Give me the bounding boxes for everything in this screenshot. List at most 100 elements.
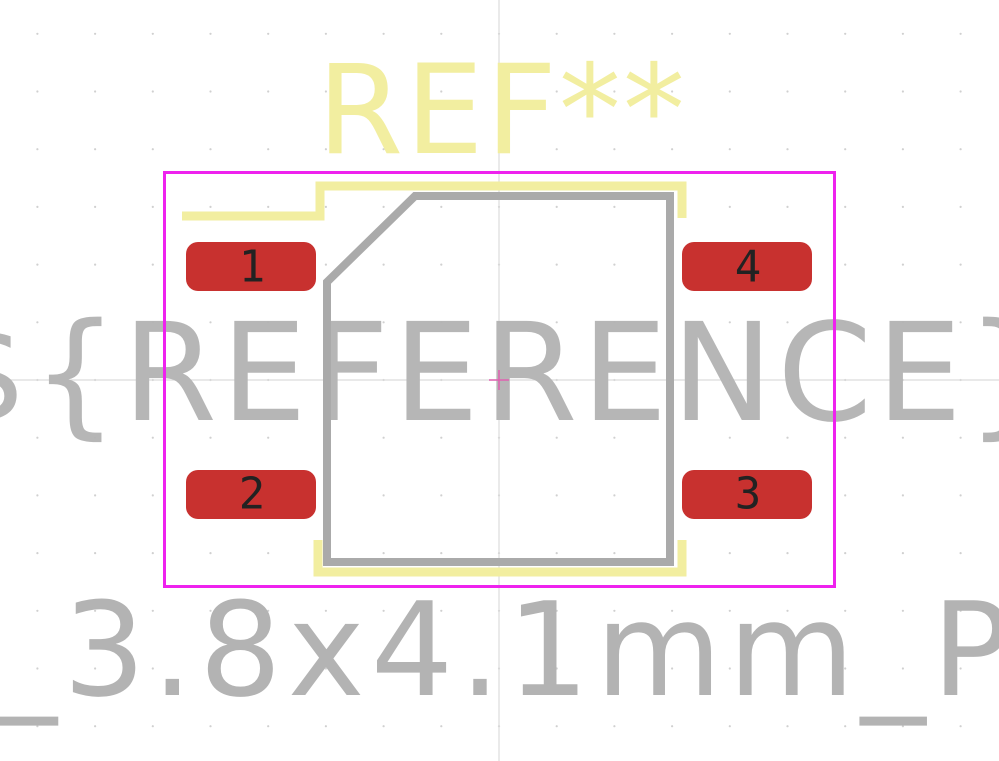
grid-dot (671, 725, 674, 728)
pad-4-number: 4 (735, 242, 762, 293)
grid-dot (844, 436, 847, 439)
grid-dot (901, 436, 905, 439)
grid-dot (844, 552, 847, 555)
pad-1[interactable]: 1 (186, 242, 316, 293)
grid-dot (613, 552, 616, 555)
grid-dot (382, 32, 385, 35)
grid-dot (267, 148, 270, 151)
grid-dot (324, 90, 327, 93)
grid-dot (440, 436, 443, 439)
silkscreen-bottom-outline (313, 540, 687, 577)
grid-dot (959, 205, 962, 208)
grid-dot (671, 148, 674, 151)
grid-dot (959, 90, 962, 93)
grid-dot (440, 667, 443, 670)
grid-dot (209, 148, 212, 151)
grid-dot (94, 494, 97, 497)
grid-dot (959, 667, 962, 670)
grid-dot (440, 494, 443, 497)
pad-2-copper[interactable] (186, 470, 316, 519)
grid-dot (94, 436, 97, 439)
grid-dot (151, 725, 154, 728)
grid-dot (901, 609, 905, 612)
grid-dot (555, 32, 558, 35)
grid-dot (94, 725, 97, 728)
pad-4[interactable]: 4 (682, 242, 812, 293)
grid-dot (324, 263, 327, 266)
pad-4-copper[interactable] (682, 242, 812, 291)
grid-dot (555, 552, 558, 555)
grid-dot (844, 609, 847, 612)
pad-3[interactable]: 3 (682, 469, 812, 520)
pad-2-number: 2 (239, 469, 266, 520)
grid-dot (36, 609, 39, 612)
grid-dot (209, 667, 212, 670)
grid-dot (671, 667, 674, 670)
grid-dot (959, 494, 962, 497)
grid-dot (36, 436, 39, 439)
grid-dot (786, 609, 789, 612)
grid-dot (324, 205, 327, 208)
grid-dot (151, 609, 154, 612)
grid-dot (901, 32, 905, 35)
reference-designator[interactable]: REF** (317, 39, 687, 183)
grid-dot (440, 321, 443, 324)
grid-dot (555, 725, 558, 728)
grid-dot (959, 32, 962, 35)
grid-dot (267, 90, 270, 93)
grid-dot (382, 494, 385, 497)
grid-dot (555, 90, 558, 93)
grid-dot (382, 725, 385, 728)
grid-dot (151, 263, 154, 266)
grid-dot (94, 205, 97, 208)
pad-1-number: 1 (239, 242, 266, 293)
grid-dot (209, 609, 212, 612)
grid-dot (94, 32, 97, 35)
grid-dot (267, 609, 270, 612)
grid-dot (844, 90, 847, 93)
grid-dot (901, 148, 905, 151)
grid-dot (36, 321, 39, 324)
grid-dot (613, 321, 616, 324)
grid-dot (267, 667, 270, 670)
fab-body-outline (323, 192, 674, 566)
grid-dot (151, 494, 154, 497)
grid-dot (613, 148, 616, 151)
grid-dot (209, 205, 212, 208)
grid-dot (613, 494, 616, 497)
grid-dot (151, 436, 154, 439)
grid-dot (209, 32, 212, 35)
grid-dot (267, 321, 270, 324)
grid-dot (555, 436, 558, 439)
pad-1-copper[interactable] (186, 242, 316, 291)
grid-dot (36, 32, 39, 35)
grid-dot (728, 205, 731, 208)
grid-dot (382, 90, 385, 93)
pad-2[interactable]: 2 (186, 469, 316, 520)
pad-3-number: 3 (735, 469, 762, 520)
grid-dot (324, 32, 327, 35)
grid-dot (36, 148, 39, 151)
grid-dot (901, 263, 905, 266)
grid-dot (151, 90, 154, 93)
grid-dot (901, 494, 905, 497)
grid-dot (555, 148, 558, 151)
grid-dot (613, 725, 616, 728)
grid-dot (844, 148, 847, 151)
grid-dot (267, 436, 270, 439)
grid-dot (555, 321, 558, 324)
grid-dot (36, 90, 39, 93)
grid-dot (613, 32, 616, 35)
footprint-name-text[interactable]: _3.8x4.1mm_P2 (0, 574, 999, 726)
grid-dot (94, 321, 97, 324)
grid-dot (555, 667, 558, 670)
anchor-marker (489, 370, 509, 390)
grid-dot (382, 436, 385, 439)
grid-dot (209, 321, 212, 324)
courtyard-outline[interactable] (163, 171, 836, 588)
grid-dot (671, 609, 674, 612)
pad-3-copper[interactable] (682, 470, 812, 519)
grid-dot (209, 725, 212, 728)
grid-dot (613, 90, 616, 93)
